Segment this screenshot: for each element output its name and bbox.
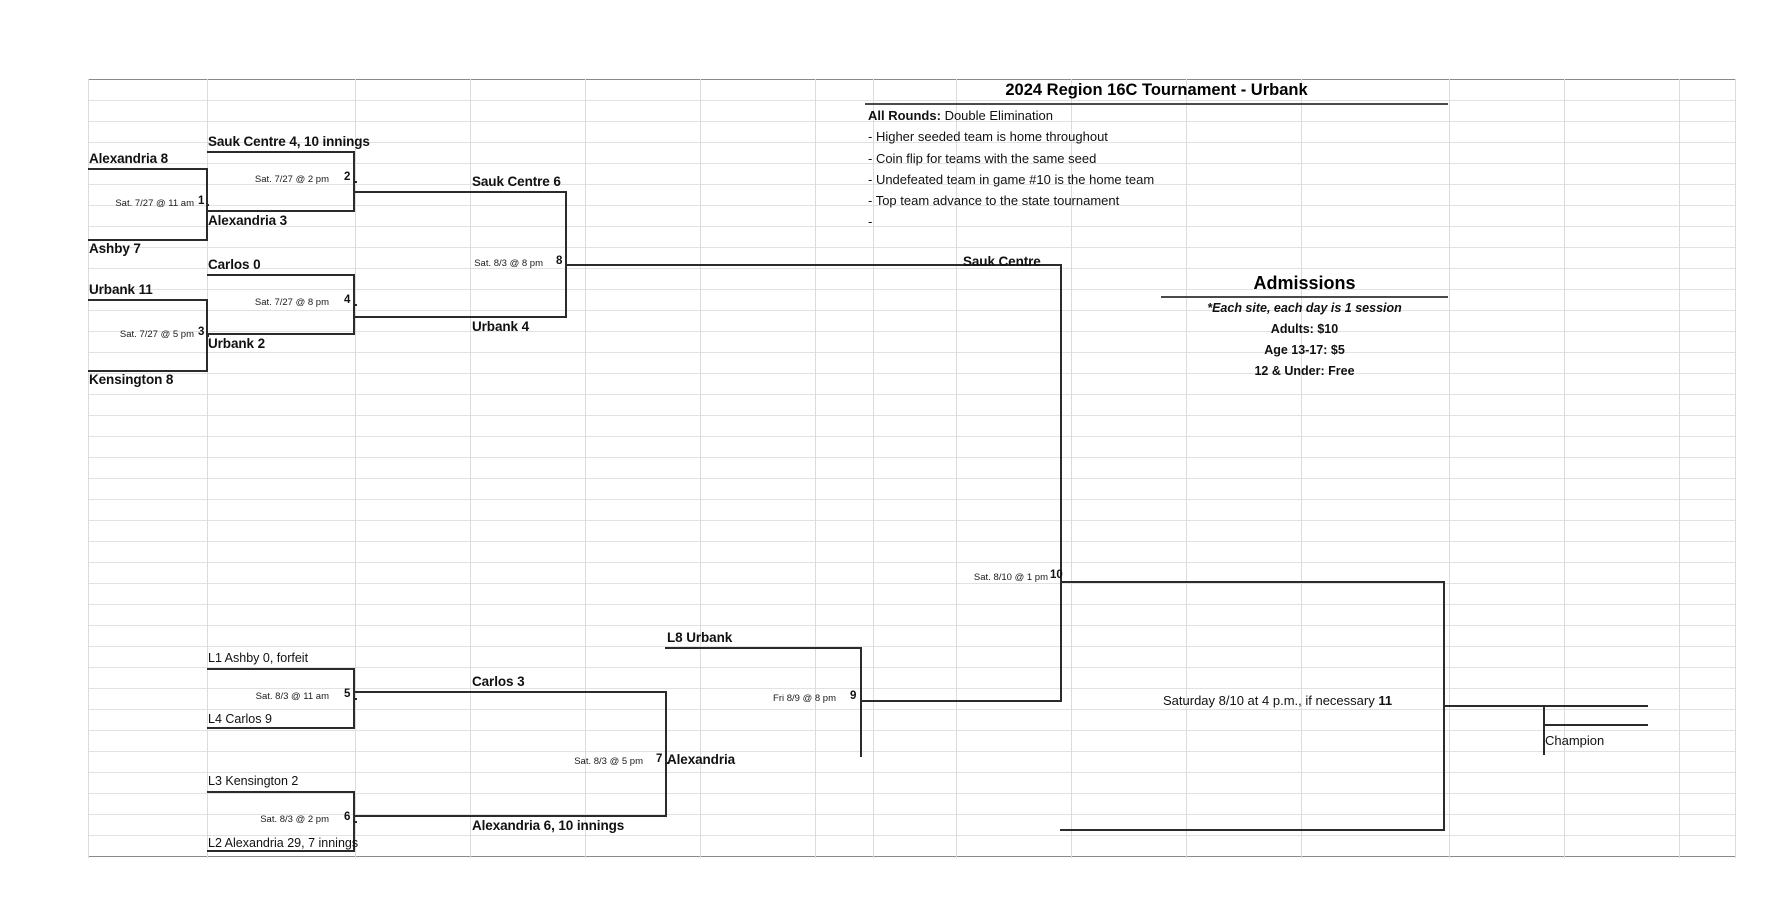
- lb-r1-g5-team-bottom: L4 Carlos 9: [208, 712, 272, 726]
- lb-r1-g5-time: Sat. 8/3 @ 11 am: [255, 691, 329, 702]
- final-g10-time: Sat. 8/10 @ 1 pm: [973, 572, 1048, 583]
- bracket-line: [355, 691, 667, 693]
- bracket-line: [207, 210, 355, 212]
- wb-r2-g4-team-top: Carlos 0: [208, 257, 261, 272]
- lb-r1-g6-team-top: L3 Kensington 2: [208, 774, 299, 788]
- lb-r2-g7-team-bottom: Alexandria 6, 10 innings: [472, 818, 625, 833]
- wb-r3-g8-team-bottom: Urbank 4: [472, 319, 529, 334]
- wb-r2-g2-team-bottom: Alexandria 3: [208, 213, 288, 228]
- lb-r2-g7-time: Sat. 8/3 @ 5 pm: [574, 756, 643, 767]
- bracket-line: [565, 264, 1062, 266]
- wb-r3-g8-time: Sat. 8/3 @ 8 pm: [474, 258, 543, 269]
- bracket-line: [860, 647, 862, 757]
- bracket-line: [355, 316, 567, 318]
- final-g11-label: Saturday 8/10 at 4 p.m., if necessary: [1163, 693, 1375, 708]
- bracket-line: [1060, 581, 1445, 583]
- info-note-4: - Top team advance to the state tourname…: [868, 193, 1120, 209]
- lb-r2-g7-team-top: Carlos 3: [472, 674, 525, 689]
- info-rules-label: All Rounds:: [868, 108, 941, 123]
- info-rules-value: Double Elimination: [944, 108, 1053, 123]
- wb-r2-g2-time: Sat. 7/27 @ 2 pm: [254, 174, 329, 185]
- bracket-line: [355, 191, 567, 193]
- bracket-line: [207, 727, 355, 729]
- bracket-line: [206, 335, 209, 337]
- bracket-line: [88, 168, 208, 170]
- wb-winner-label: Sauk Centre: [963, 254, 1041, 269]
- wb-r2-g2-number: 2: [344, 171, 351, 183]
- wb-r1-g3-team-bottom: Kensington 8: [89, 372, 174, 387]
- wb-r2-g4-time: Sat. 7/27 @ 8 pm: [254, 297, 329, 308]
- bracket-line: [88, 239, 208, 241]
- wb-r2-g4-team-bottom: Urbank 2: [208, 336, 265, 351]
- wb-r1-g1-team-bottom: Ashby 7: [89, 241, 141, 256]
- bracket-line: [1543, 724, 1648, 726]
- bracket-line: [88, 299, 208, 301]
- bracket-line: [207, 850, 355, 852]
- lb-r1-g6-team-bottom: L2 Alexandria 29, 7 innings: [208, 836, 359, 850]
- bracket-line: [665, 647, 862, 649]
- bracket-line: [207, 668, 355, 670]
- lb-r2-g7-winner: Alexandria: [667, 752, 736, 767]
- bracket-line: [355, 815, 667, 817]
- bracket-line: [353, 698, 357, 700]
- wb-r3-g8-number: 8: [556, 255, 563, 267]
- bracket-line: [565, 191, 567, 318]
- wb-r1-g1-number: 1: [198, 195, 205, 207]
- admissions-children: 12 & Under: Free: [1254, 364, 1355, 378]
- lb-r1-g5-number: 5: [344, 688, 351, 700]
- bracket-line: [1060, 264, 1062, 701]
- wb-r3-g8-team-top: Sauk Centre 6: [472, 174, 561, 189]
- final-g11-number: 11: [1378, 693, 1393, 708]
- admissions-note: *Each site, each day is 1 session: [1207, 301, 1402, 315]
- lb-r1-g5-team-top: L1 Ashby 0, forfeit: [208, 651, 309, 665]
- info-note-5: -: [868, 214, 873, 230]
- info-note-2: - Coin flip for teams with the same seed: [868, 150, 1097, 166]
- tournament-info-box: 2024 Region 16C Tournament - Urbank All …: [865, 80, 1448, 233]
- bracket-line: [1443, 705, 1648, 707]
- admissions-box: Admissions *Each site, each day is 1 ses…: [1161, 272, 1448, 382]
- bracket-line: [353, 181, 357, 183]
- wb-r1-g1-team-top: Alexandria 8: [89, 151, 169, 166]
- info-rules-row: All Rounds: Double Elimination: [865, 105, 1448, 126]
- wb-r1-g3-time: Sat. 7/27 @ 5 pm: [119, 329, 194, 340]
- lb-r3-g9-team-top: L8 Urbank: [667, 630, 733, 645]
- bracket-line: [206, 204, 209, 206]
- wb-r2-g2-team-top: Sauk Centre 4, 10 innings: [208, 134, 370, 149]
- admissions-teens: Age 13-17: $5: [1264, 343, 1345, 357]
- wb-r1-g3-number: 3: [198, 326, 205, 338]
- champion-label: Champion: [1545, 733, 1605, 748]
- page-title: 2024 Region 16C Tournament - Urbank: [865, 80, 1448, 105]
- admissions-title: Admissions: [1161, 272, 1448, 298]
- bracket-line: [665, 691, 667, 817]
- bracket-line: [207, 791, 355, 793]
- wb-r1-g1-time: Sat. 7/27 @ 11 am: [115, 198, 194, 209]
- bracket-line: [207, 151, 355, 153]
- bracket-line: [353, 304, 357, 306]
- bracket-line: [207, 333, 355, 335]
- final-g11-text: Saturday 8/10 at 4 p.m., if necessary 11: [1163, 693, 1392, 708]
- final-g10-number: 10: [1050, 569, 1063, 581]
- lb-r1-g6-time: Sat. 8/3 @ 2 pm: [260, 814, 329, 825]
- bracket-line: [353, 821, 357, 823]
- bracket-line: [88, 370, 208, 372]
- info-note-3: - Undefeated team in game #10 is the hom…: [868, 171, 1155, 187]
- bracket-line: [1543, 705, 1545, 755]
- wb-r1-g3-team-top: Urbank 11: [89, 282, 153, 297]
- bracket-line: [860, 700, 1062, 702]
- bracket-line: [665, 762, 669, 764]
- bracket-line: [1060, 829, 1445, 831]
- info-note-1: - Higher seeded team is home throughout: [868, 129, 1108, 145]
- wb-r2-g4-number: 4: [344, 294, 351, 306]
- lb-r3-g9-time: Fri 8/9 @ 8 pm: [773, 693, 836, 704]
- lb-r1-g6-number: 6: [344, 811, 351, 823]
- admissions-adults: Adults: $10: [1270, 322, 1339, 336]
- bracket-line: [207, 274, 355, 276]
- lb-r3-g9-number: 9: [850, 690, 857, 702]
- lb-r2-g7-number: 7: [656, 753, 663, 765]
